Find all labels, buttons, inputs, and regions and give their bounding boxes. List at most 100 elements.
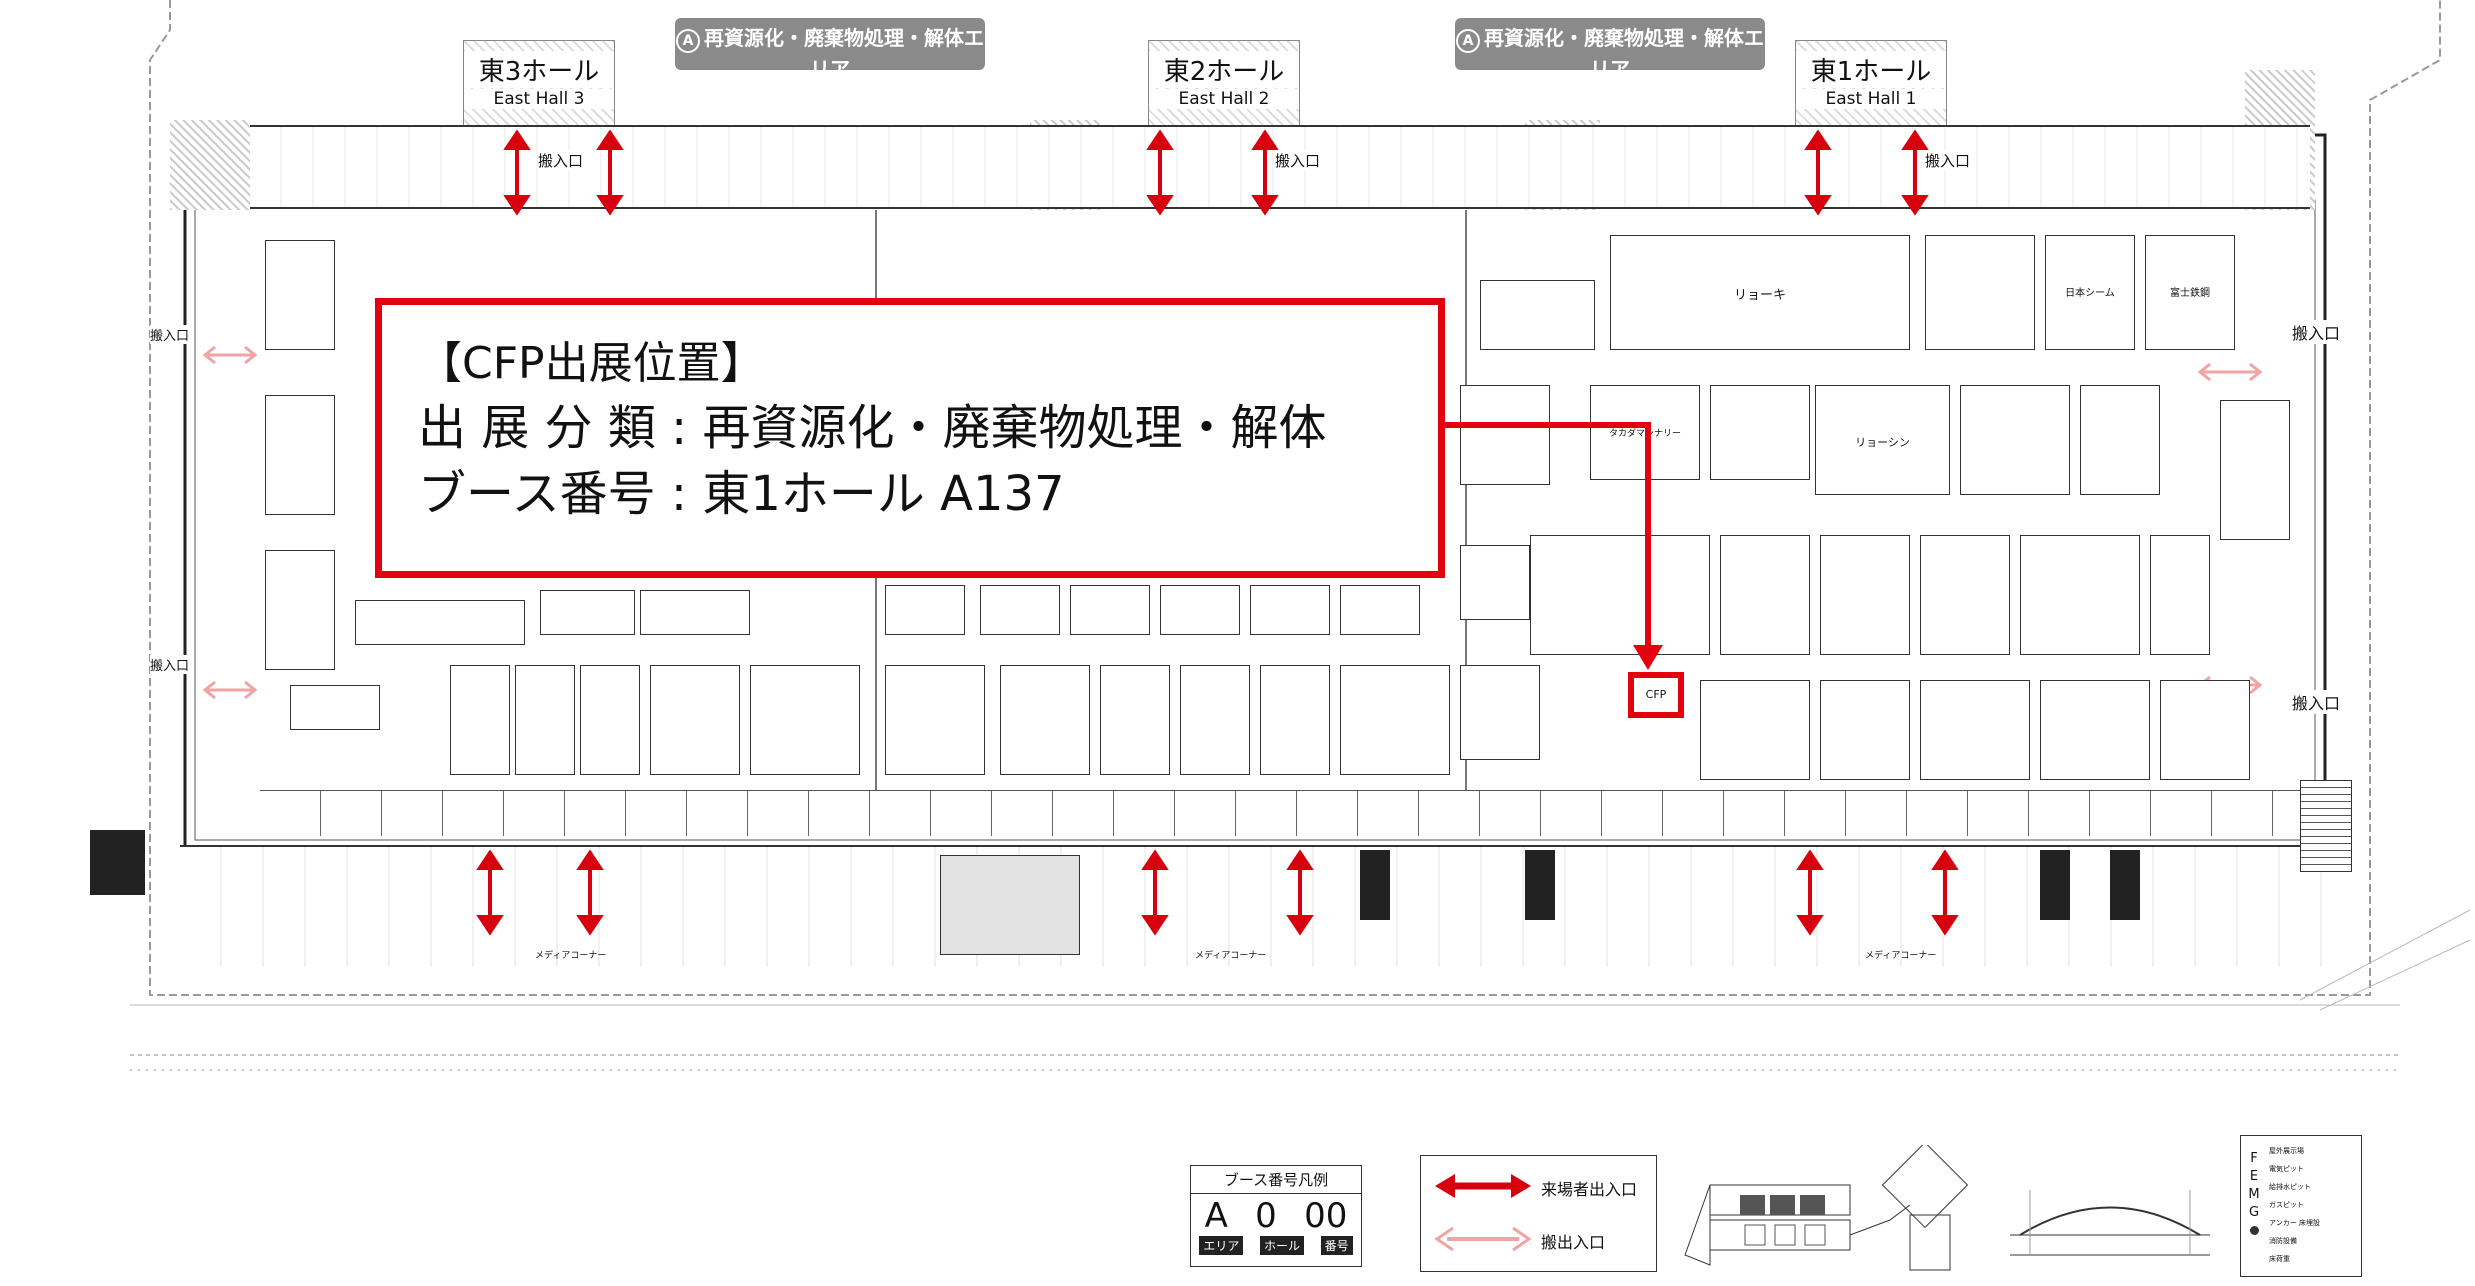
booth-block[interactable]	[1000, 665, 1090, 775]
booth-name: リョーシン	[1855, 436, 1910, 449]
black-stair-block	[2040, 850, 2070, 920]
cfp-booth-highlight[interactable]: CFP	[1628, 672, 1684, 718]
callout-category-row: 出 展 分 類 : 再資源化・廃棄物処理・解体	[418, 395, 1402, 461]
top-entrance-arrows	[503, 129, 1929, 216]
booth-block[interactable]	[1920, 535, 2010, 655]
symbol-letter-f: F	[2250, 1151, 2258, 1166]
top-entrance-label: 搬入口	[1925, 150, 1971, 171]
booth-block[interactable]	[650, 665, 740, 775]
visitor-entrance-label: 来場者出入口	[1541, 1180, 1638, 1199]
booth-block[interactable]	[1820, 535, 1910, 655]
booth-name: 富士鉄鋼	[2170, 288, 2210, 299]
booth-block[interactable]	[1100, 665, 1170, 775]
booth-block[interactable]	[885, 665, 985, 775]
booth-block[interactable]	[1710, 385, 1810, 480]
booth-block[interactable]	[355, 600, 525, 645]
lower-booth-row	[260, 790, 2300, 836]
callout-booth-label: ブース番号	[418, 466, 656, 522]
right-stair	[2300, 780, 2352, 872]
booth-block[interactable]	[1530, 535, 1710, 655]
symbol-line: 屋外展示場	[2269, 1147, 2304, 1155]
booth-block[interactable]: リョーキ	[1610, 235, 1910, 350]
area-circle-letter: A	[1456, 29, 1480, 53]
booth-block[interactable]	[1720, 535, 1810, 655]
booth-block[interactable]	[1070, 585, 1150, 635]
callout-connector-arrow	[1445, 422, 1663, 670]
booth-block[interactable]	[980, 585, 1060, 635]
booth-block[interactable]	[640, 590, 750, 635]
booth-block[interactable]	[265, 550, 335, 670]
symbol-letter-e: E	[2249, 1169, 2259, 1184]
booth-block[interactable]	[1480, 280, 1595, 350]
booth-name: 日本シーム	[2065, 288, 2115, 299]
booth-block[interactable]	[1160, 585, 1240, 635]
loading-entrance-label: 搬出入口	[1541, 1233, 1606, 1252]
booth-block[interactable]	[1960, 385, 2070, 495]
cfp-location-callout: 【CFP出展位置】 出 展 分 類 : 再資源化・廃棄物処理・解体 ブース番号 …	[375, 298, 1445, 578]
media-corner-label: メディアコーナー	[1865, 951, 1937, 961]
booth-block[interactable]: 日本シーム	[2045, 235, 2135, 350]
legend-label-hall: ホール	[1259, 1236, 1304, 1255]
booth-block[interactable]	[2040, 680, 2150, 780]
callout-booth-row: ブース番号 : 東1ホール A137	[418, 461, 1402, 527]
booth-block[interactable]	[1460, 385, 1550, 485]
booth-block[interactable]	[1250, 585, 1330, 635]
booth-block[interactable]	[2020, 535, 2140, 655]
legend-label-area: エリア	[1199, 1236, 1244, 1255]
legend-title: ブース番号凡例	[1191, 1166, 1361, 1194]
symbol-legend: F E M G 屋外展示場 電気ピット 給排水ピット ガスピット アンカー 床埋…	[2240, 1135, 2362, 1277]
bottom-facility-band	[180, 845, 2340, 967]
black-stair-block	[1360, 850, 1390, 920]
booth-block[interactable]	[1460, 665, 1540, 760]
booth-block[interactable]	[450, 665, 510, 775]
booth-block[interactable]: 富士鉄鋼	[2145, 235, 2235, 350]
booth-block[interactable]	[515, 665, 575, 775]
booth-name: リョーキ	[1733, 288, 1786, 303]
media-corner-label: メディアコーナー	[535, 951, 607, 961]
symbol-line: 給排水ピット	[2269, 1183, 2311, 1191]
booth-block[interactable]	[1180, 665, 1250, 775]
callout-category-label: 出 展 分 類	[418, 400, 656, 456]
booth-block[interactable]	[885, 585, 965, 635]
left-entrance-label-2: 搬入口	[150, 655, 190, 674]
right-entrance-label-2: 搬入口	[2292, 690, 2341, 714]
area-badge-title: 再資源化・廃棄物処理・解体エリア	[704, 26, 984, 81]
booth-block[interactable]	[2160, 680, 2250, 780]
booth-block[interactable]	[265, 395, 335, 515]
booth-block[interactable]	[540, 590, 635, 635]
booth-block[interactable]	[1260, 665, 1330, 775]
booth-block[interactable]	[265, 240, 335, 350]
booth-block[interactable]	[290, 685, 380, 730]
booth-block[interactable]	[1925, 235, 2035, 350]
hall-name-ja: 東1ホール	[1796, 51, 1946, 88]
booth-block[interactable]	[1700, 680, 1810, 780]
booth-block[interactable]	[580, 665, 640, 775]
booth-block[interactable]	[1920, 680, 2030, 780]
booth-block[interactable]	[2150, 535, 2210, 655]
hall-name-en: East Hall 1	[1796, 89, 1946, 109]
booth-block[interactable]	[1340, 585, 1420, 635]
legend-label-number: 番号	[1320, 1236, 1353, 1255]
booth-block[interactable]	[2220, 400, 2290, 540]
symbol-anchor-icon	[2249, 1226, 2259, 1235]
booth-block[interactable]: リョーシン	[1815, 385, 1950, 495]
booth-block[interactable]	[750, 665, 860, 775]
black-stair-block	[2110, 850, 2140, 920]
booth-name: タカダマシナリー	[1608, 429, 1681, 439]
left-entrance-label-1: 搬入口	[150, 325, 190, 344]
media-corner-label: メディアコーナー	[1195, 951, 1267, 961]
hall-divider	[1465, 210, 1467, 820]
booth-block[interactable]	[1460, 545, 1530, 620]
area-circle-letter: A	[676, 29, 700, 53]
top-entrance-label: 搬入口	[1275, 150, 1321, 171]
hall-name-ja: 東2ホール	[1149, 51, 1299, 88]
callout-category-value: 再資源化・廃棄物処理・解体	[702, 400, 1327, 456]
callout-booth-value: 東1ホール A137	[702, 466, 1065, 522]
symbol-line: アンカー 床埋設	[2269, 1219, 2320, 1227]
booth-block[interactable]	[1820, 680, 1910, 780]
symbol-line: 消防設備	[2269, 1237, 2297, 1245]
booth-block[interactable]	[1340, 665, 1450, 775]
visitor-entrance-arrow-icon	[1435, 1174, 1531, 1198]
booth-block[interactable]	[2080, 385, 2160, 495]
callout-colon: :	[671, 400, 703, 456]
